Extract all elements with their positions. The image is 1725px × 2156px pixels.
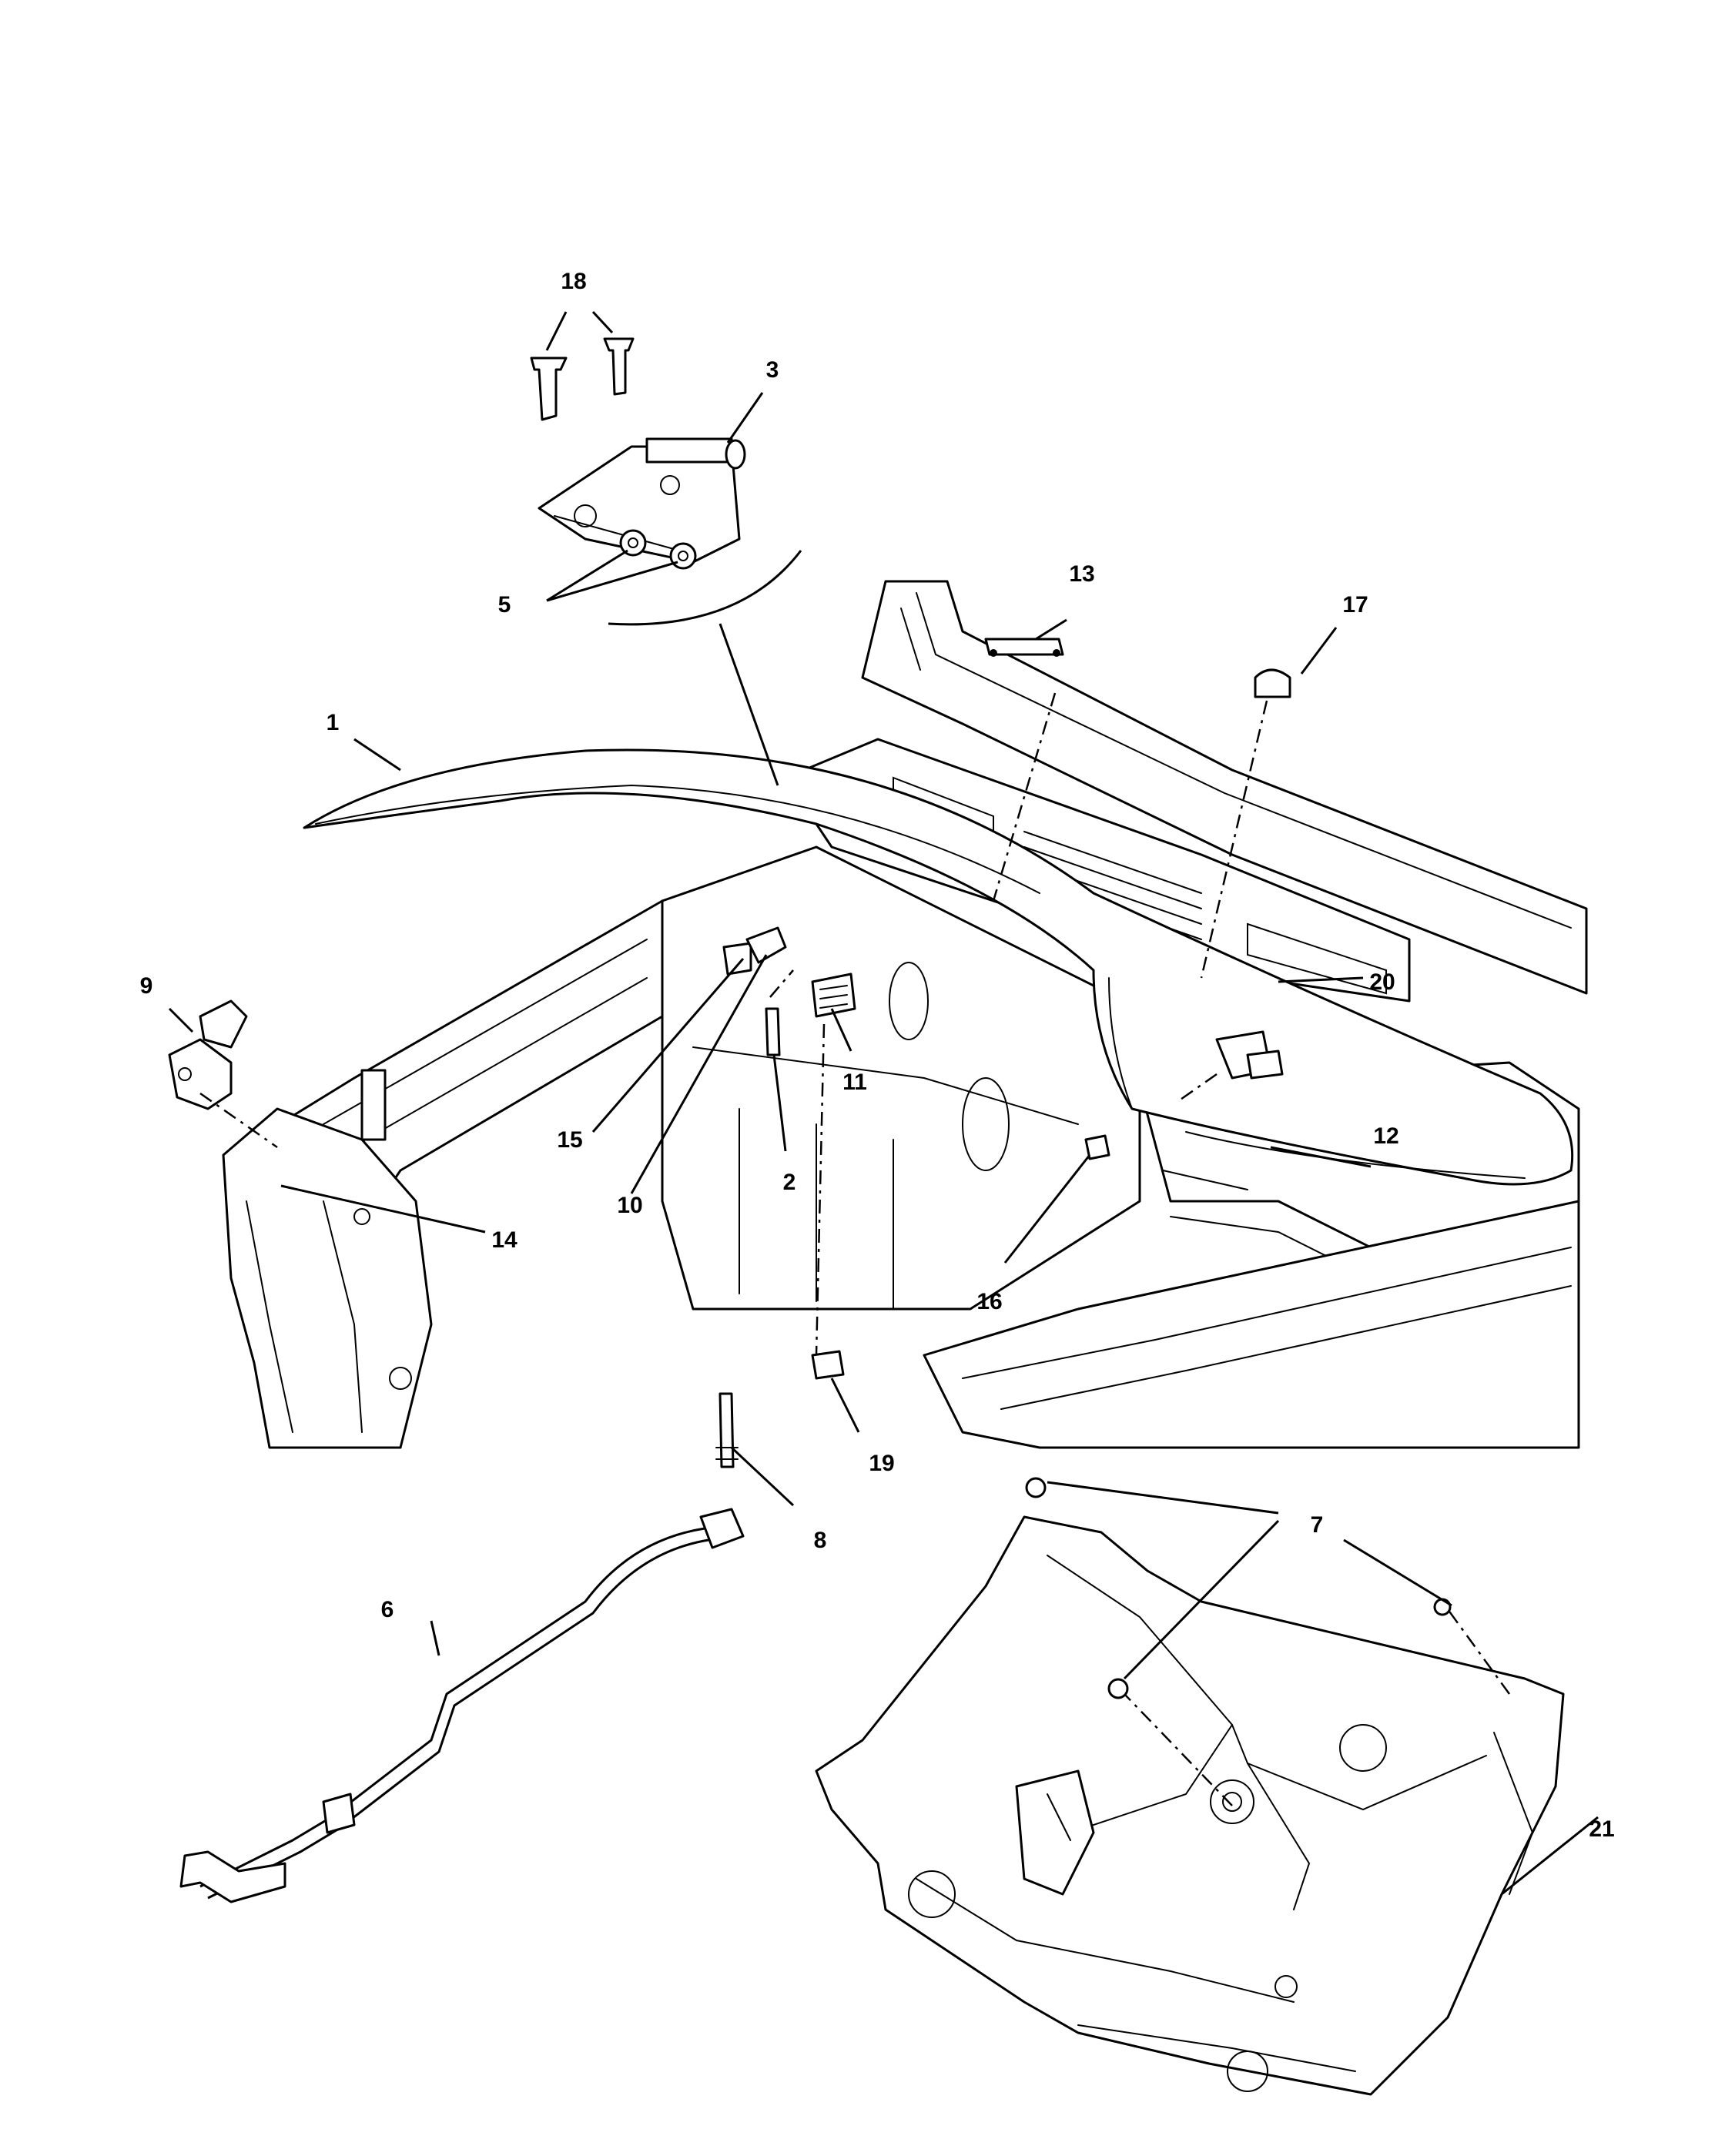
hood-prop-spring — [811, 973, 856, 1018]
callout-9: 9 — [140, 973, 153, 999]
retainer-clip-19 — [811, 1350, 845, 1380]
hinge-to-hood-line — [718, 623, 779, 786]
retainer-clip-16 — [1084, 1134, 1110, 1160]
detail-arc — [608, 550, 802, 626]
callout-5: 5 — [498, 592, 511, 618]
vehicle-body-structure — [222, 580, 1588, 1449]
callout-12: 12 — [1373, 1123, 1398, 1149]
callout-labels: 18 3 5 13 17 1 9 20 11 12 15 2 10 14 16 … — [140, 269, 1615, 1842]
hood-hinge — [538, 437, 746, 564]
hood-bumper-17 — [1254, 668, 1291, 698]
callout-18: 18 — [561, 269, 586, 294]
hood-insulator-panel — [815, 1515, 1565, 2096]
hood-lock — [1215, 1030, 1284, 1080]
callout-8: 8 — [814, 1528, 827, 1553]
dashed-alignment-lines — [199, 692, 1511, 1806]
callout-1: 1 — [327, 710, 340, 735]
callout-7: 7 — [1311, 1512, 1324, 1538]
hood-prop-rod-bracket — [722, 926, 787, 976]
cable-clip — [715, 1392, 739, 1468]
callout-3: 3 — [766, 357, 779, 383]
callout-13: 13 — [1069, 561, 1094, 587]
callout-21: 21 — [1589, 1816, 1614, 1842]
hood-latch — [168, 999, 248, 1110]
callout-11: 11 — [842, 1070, 867, 1095]
leader-lines — [168, 310, 1599, 1896]
callout-16: 16 — [976, 1289, 1002, 1314]
callout-14: 14 — [491, 1227, 518, 1253]
hood-pin — [765, 1007, 781, 1056]
callout-10: 10 — [617, 1193, 642, 1218]
hood-hinge-bolts — [530, 337, 635, 421]
callout-2: 2 — [783, 1170, 796, 1195]
callout-20: 20 — [1369, 969, 1395, 995]
callout-15: 15 — [557, 1127, 582, 1153]
callout-17: 17 — [1342, 592, 1368, 618]
hood-release-cable — [179, 1508, 745, 1903]
callout-6: 6 — [381, 1597, 394, 1622]
hood-bumper-13 — [984, 638, 1064, 657]
callout-19: 19 — [869, 1451, 894, 1476]
